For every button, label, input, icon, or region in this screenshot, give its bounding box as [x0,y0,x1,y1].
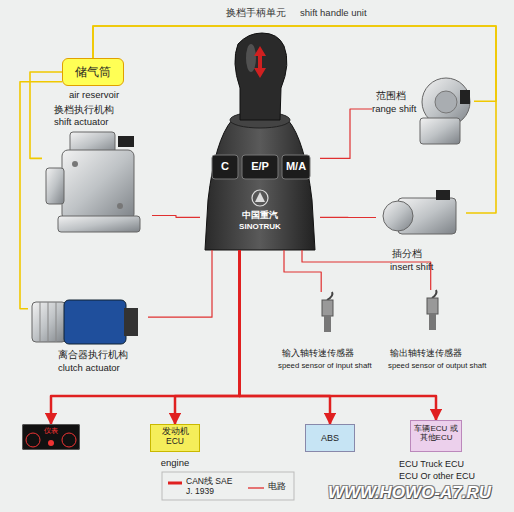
abs-box: ABS [305,424,355,452]
connector [118,136,134,147]
output-speed-sensor: 输出轴转速传感器 speed sensor of output shaft [388,290,510,376]
clutch-cylinder [32,302,66,342]
shifter-body [205,120,315,250]
node-text: 换档执行机构 [54,104,154,116]
node-text: ABS [306,433,354,443]
input-speed-sensor: 输入轴转速传感器speed sensor of input shaft [278,292,386,376]
node-text: ECU Or other ECU [399,471,499,481]
bolt [117,203,123,209]
sensor-body [427,298,438,314]
node-text: ECU Truck ECU [399,459,499,469]
node-text: clutch actuator [58,363,148,374]
can-bus-line [51,250,240,424]
node-text: air reservoir [51,90,137,101]
wire [148,250,212,317]
logo-ring [252,190,268,206]
shifter-button [282,155,310,179]
actuator-cylinder [46,168,64,204]
shifter-knob [235,33,287,120]
legend-sample [248,481,264,493]
instrument-cluster: 仪表 [22,424,80,450]
node-text: engine [145,458,205,469]
air-reservoir-box: 储气筒air reservoir [62,58,124,86]
wire [320,217,376,218]
wire [152,216,200,218]
node-text: 发动机 ECU [158,427,192,447]
air-line [93,26,496,213]
legend-text: CAN线 SAE J. 1939 [186,477,240,497]
truck-ecu-box: 车辆ECU 或其他ECUECU Truck ECUECU Or other EC… [410,420,462,452]
node-text: 仪表 [23,427,79,435]
engine-ecu-box: 发动机 ECUengine [150,424,200,452]
sensor-cable [327,292,332,300]
sensor-cable [432,290,437,298]
actuator-flange [58,216,140,232]
node-text: 输出轴转速传感器 [390,348,500,358]
node-text: insert shift [390,262,460,273]
range-cap [435,91,457,113]
unit-label: 换档手柄单元 [226,8,296,19]
node-text: 输入轴转速传感器 [282,348,386,358]
gauge [26,433,40,447]
node-text: range shift [372,104,428,115]
sensor-thread [324,316,331,332]
bolt [72,161,78,167]
node-text: 车辆ECU 或其他ECU [413,424,459,442]
node-text: speed sensor of input shaft [278,362,390,371]
node-text: speed sensor of output shaft [388,362,510,371]
air-line [20,82,62,309]
legend-line [248,487,264,488]
can-bus-line [175,250,240,424]
air-line [93,26,496,101]
knob-arrow [254,46,266,78]
cluster-panel [22,424,80,450]
air-line [30,72,62,158]
connector [460,90,470,104]
shift-handle-unit: C E/P M/A 中国重汽 SINOTRUK [200,32,320,250]
cylinder-ribs [40,302,56,342]
range-block [420,118,460,144]
shifter-button [242,155,278,179]
legend-line [168,482,182,485]
insert-cylinder [383,201,413,231]
node-text: C [212,160,238,173]
range-shift: 范围档 range shift [372,70,474,148]
actuator-body [62,150,134,220]
node-text: E/P [242,160,278,173]
can-bus-line [240,250,436,420]
unit-label: shift handle unit [300,8,390,19]
can-bus-line [240,250,330,424]
clutch-actuator: 离合器执行机构 clutch actuator [28,292,148,376]
gauge [62,433,76,447]
legend-sample [168,476,182,488]
shifter-button [212,155,238,179]
node-text: 中国重汽 [230,210,290,220]
node-text: shift actuator [54,117,154,128]
legend-text: 电路 [268,482,298,492]
watermark: WWW.HOWO-A7.RU [328,483,514,503]
shift-actuator: 换档执行机构shift actuator [42,104,152,240]
sensor-body [322,300,333,316]
wire [320,109,372,158]
node-text: M/A [282,160,310,173]
node-text: 插分档 [392,248,452,260]
gauge [48,440,54,446]
node-text: SINOTRUK [230,222,290,231]
clutch-valve [64,300,126,344]
connector [436,190,450,200]
clutch-cap [124,308,138,336]
knob-highlight [246,44,256,72]
logo-mark [255,192,265,202]
node-text: 储气筒 [63,66,122,80]
node-text: 范围档 [376,90,416,102]
insert-shift: 插分档 insert shift [376,186,466,276]
sensor-thread [429,314,436,330]
node-text: 离合器执行机构 [58,349,148,361]
